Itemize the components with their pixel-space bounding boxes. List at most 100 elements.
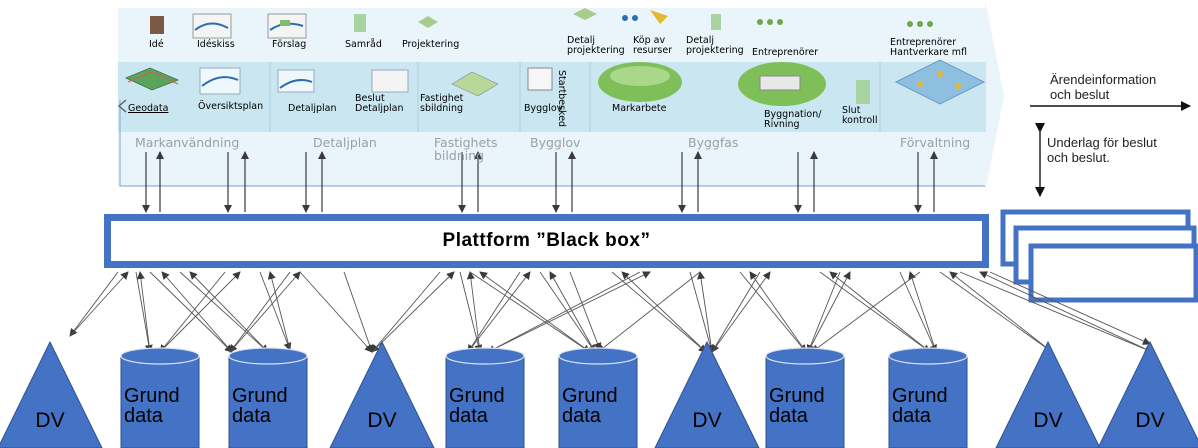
data-link-arrow [371,271,455,353]
database-cylinder-top [228,347,308,365]
dv-label: DV [35,409,65,432]
step-forslag: Förslag [272,39,307,50]
band-oversiktsplan: Översiktsplan [198,101,264,112]
database-cylinder-body [558,356,638,448]
data-link-arrow [908,271,937,353]
data-link-arrow [899,271,937,353]
data-link-arrow [179,271,269,353]
data-link-arrow [549,271,596,353]
step-projektering: Projektering [402,39,460,50]
data-link-arrow [149,271,233,353]
data-link-arrow [466,271,481,353]
data-link-arrow [487,271,641,353]
grunddata-label: Grund data [124,385,180,427]
data-link-arrow [711,271,771,353]
step-ideskiss: Idéskiss [197,39,235,50]
data-link-arrow [159,271,241,353]
dv-label: DV [367,409,397,432]
data-link-arrow [939,271,1053,353]
database-cylinder-top [888,347,968,365]
step-kop-av-resurser: Köp av resurser [633,35,673,56]
data-link-arrow [259,271,292,351]
data-link-arrow [611,271,707,353]
database-cylinder-top [445,347,525,365]
grunddata-label: Grund data [769,385,825,427]
grunddata-label: Grund data [232,385,288,427]
band-bygglov: Bygglov [524,103,563,114]
data-link-arrow [479,271,591,353]
database-cylinder-body [888,356,968,448]
database-cylinder-body [120,356,200,448]
data-link-arrow [806,271,841,353]
data-link-arrow [807,271,851,353]
grunddata-label: Grund data [562,385,618,427]
band-byggnation-rivning: Byggnation/ Rivning [764,109,822,130]
data-link-arrow [69,271,129,337]
data-link-arrow [697,271,713,353]
dv-triangle [0,340,103,448]
data-link-arrow [161,271,233,353]
phase-markanvandning: Markanvändning [135,135,240,150]
data-link-arrow [979,271,1153,353]
band-markarbete: Markarbete [612,103,667,114]
data-link-arrow [229,271,291,353]
step-entreprenorer-hantverkare: Entreprenörer Hantverkare mfl [890,37,968,58]
band-detaljplan: Detaljplan [288,103,337,114]
phase-byggfas: Byggfas [688,135,739,150]
legend-underlag: Underlag för beslut och beslut. [1047,135,1157,165]
data-sources [0,340,1198,448]
step-entreprenorer: Entreprenörer [752,47,819,58]
band-geodata: Geodata [128,103,169,114]
data-link-arrow [569,271,602,351]
stacked-frames [1000,209,1198,303]
dv-label: DV [1033,409,1063,432]
platform-process-arrows [142,151,938,213]
data-link-arrow [959,271,1153,353]
data-link-arrow [829,271,931,353]
database-cylinder-top [765,347,845,365]
dv-triangle [995,340,1101,448]
band-beslut-detaljplan: Beslut Detaljplan [355,93,404,114]
platform-source-arrows [69,271,1153,353]
platform-label: Plattform ”Black box” [442,230,651,251]
data-link-arrow [467,271,521,353]
band-startbesked: Startbesked [556,70,567,128]
data-link-arrow [135,271,153,353]
step-samrad: Samråd [345,39,382,50]
data-link-arrow [69,271,119,337]
grunddata-label: Grund data [892,385,948,427]
data-link-arrow [299,271,373,353]
band-slutkontroll: Slut kontroll [842,105,878,126]
data-link-arrow [621,271,707,353]
step-ide: Idé [149,39,164,50]
database-cylinder-body [445,356,525,448]
step-detaljprojektering-2: Detalj projektering [686,35,744,56]
database-cylinder-body [228,356,308,448]
data-link-arrow [597,271,701,353]
database-cylinder-top [120,347,200,365]
dv-label: DV [692,409,722,432]
data-link-arrow [136,271,151,353]
data-link-arrow [689,271,715,353]
data-link-arrow [949,271,1053,353]
data-link-arrow [811,271,921,353]
data-link-arrow [467,271,531,353]
data-link-arrow [469,271,591,353]
legend-arendeinformation: Ärendeinformation och beslut [1050,72,1157,102]
database-cylinder-body [765,356,845,448]
band-fastighetsbildning: Fastighet sbildning [420,93,464,114]
phase-bygglov: Bygglov [530,135,581,150]
grunddata-label: Grund data [449,385,505,427]
data-link-arrow [267,271,291,351]
phase-forvaltning: Förvaltning [900,135,971,150]
data-link-arrow [159,271,226,353]
database-cylinder-top [558,347,638,365]
dv-triangle [329,340,435,448]
platform-black-box: Plattform ”Black box” [104,214,989,268]
frame-line [119,100,985,187]
dv-triangle [654,340,760,448]
data-link-arrow [749,271,807,353]
phase-fastighetsbildning: Fastighets bildning [434,135,498,164]
